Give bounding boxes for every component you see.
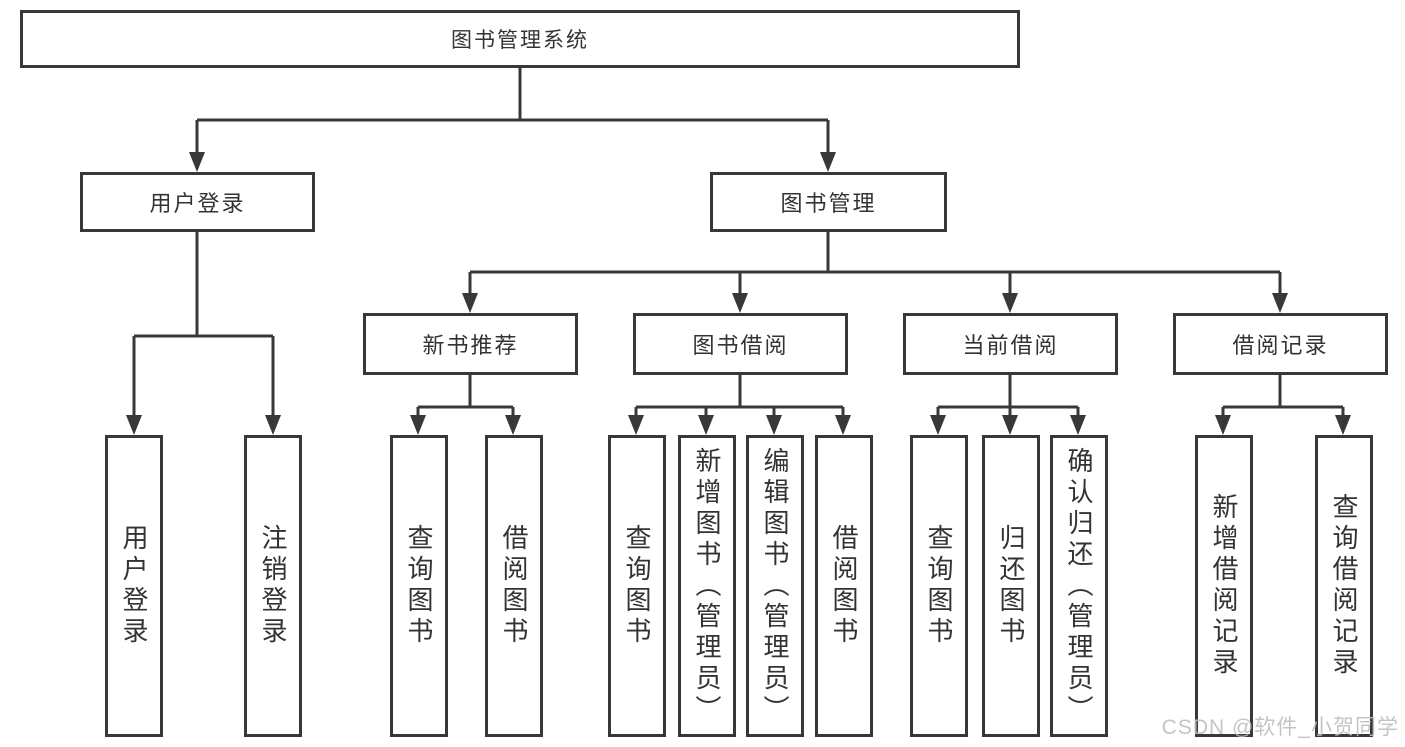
leaf-query-borrow-record-label: 查询借阅记录 — [1329, 493, 1359, 679]
node-borrow-records: 借阅记录 — [1173, 313, 1388, 375]
node-borrow-records-label: 借阅记录 — [1232, 333, 1329, 358]
leaf-user-login: 用户登录 — [105, 435, 163, 737]
leaf-add-borrow-record-label: 新增借阅记录 — [1209, 493, 1239, 679]
leaf-confirm-return-admin: 确认归还（管理员） — [1050, 435, 1108, 737]
leaf-query-books-1-label: 查询图书 — [404, 524, 434, 648]
node-book-borrow: 图书借阅 — [633, 313, 848, 375]
leaf-add-books-admin: 新增图书（管理员） — [678, 435, 736, 737]
node-library-system-label: 图书管理系统 — [451, 29, 589, 52]
node-user-login: 用户登录 — [80, 172, 315, 232]
node-book-borrow-label: 图书借阅 — [692, 333, 789, 358]
arrowheads — [126, 152, 1351, 435]
leaf-confirm-return-admin-label: 确认归还（管理员） — [1064, 446, 1094, 726]
node-user-login-label: 用户登录 — [149, 191, 246, 216]
leaf-add-books-admin-label: 新增图书（管理员） — [692, 446, 722, 726]
leaf-borrow-books-1: 借阅图书 — [485, 435, 543, 737]
leaf-logout: 注销登录 — [244, 435, 302, 737]
leaf-query-books-2: 查询图书 — [608, 435, 666, 737]
leaf-add-borrow-record: 新增借阅记录 — [1195, 435, 1253, 737]
leaf-query-books-2-label: 查询图书 — [622, 524, 652, 648]
leaf-query-books-1: 查询图书 — [390, 435, 448, 737]
leaf-return-books-label: 归还图书 — [996, 524, 1026, 648]
leaf-borrow-books-2: 借阅图书 — [815, 435, 873, 737]
leaf-edit-books-admin: 编辑图书（管理员） — [746, 435, 804, 737]
leaf-borrow-books-1-label: 借阅图书 — [499, 524, 529, 648]
leaf-query-books-3: 查询图书 — [910, 435, 968, 737]
node-current-borrow: 当前借阅 — [903, 313, 1118, 375]
node-book-management-label: 图书管理 — [780, 191, 877, 216]
leaf-user-login-label: 用户登录 — [119, 524, 149, 648]
leaf-borrow-books-2-label: 借阅图书 — [829, 524, 859, 648]
leaf-query-borrow-record: 查询借阅记录 — [1315, 435, 1373, 737]
node-library-system: 图书管理系统 — [20, 10, 1020, 68]
node-current-borrow-label: 当前借阅 — [962, 333, 1059, 358]
node-book-management: 图书管理 — [710, 172, 947, 232]
node-new-book-recommend-label: 新书推荐 — [422, 333, 519, 358]
leaf-edit-books-admin-label: 编辑图书（管理员） — [760, 446, 790, 726]
node-new-book-recommend: 新书推荐 — [363, 313, 578, 375]
watermark: CSDN @软件_小贺同学 — [1161, 716, 1399, 739]
leaf-logout-label: 注销登录 — [258, 524, 288, 648]
leaf-return-books: 归还图书 — [982, 435, 1040, 737]
leaf-query-books-3-label: 查询图书 — [924, 524, 954, 648]
